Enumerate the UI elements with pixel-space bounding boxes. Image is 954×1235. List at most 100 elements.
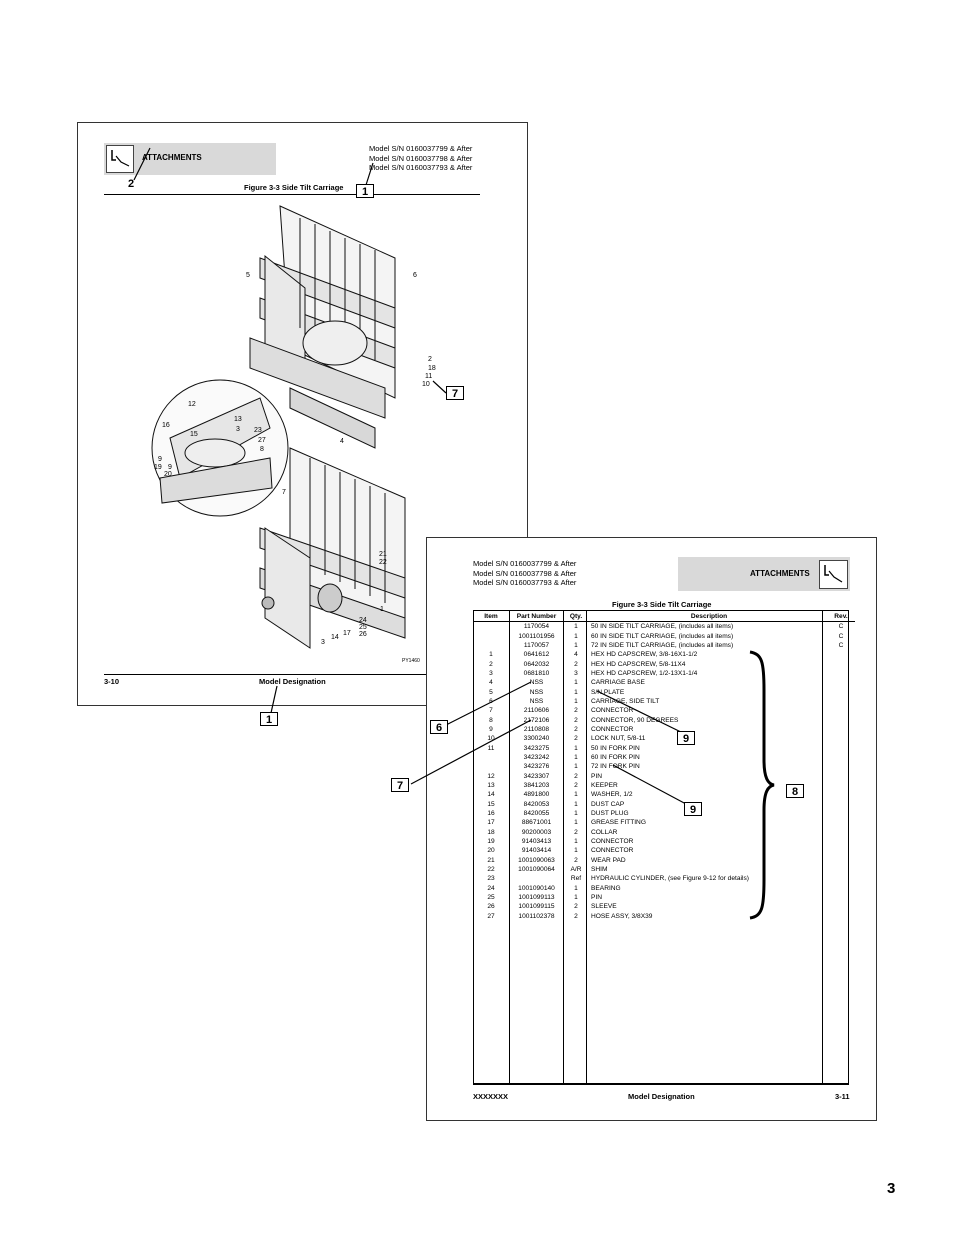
part-callout: 12	[188, 401, 196, 408]
part-callout: 19	[154, 464, 162, 471]
cell-part-number: 1001090140	[518, 884, 555, 892]
cell-rev: C	[838, 641, 844, 649]
cell-description: HEX HD CAPSCREW, 3/8-16X1-1/2	[591, 651, 698, 659]
cell-qty: 2	[574, 856, 578, 864]
cell-qty: 1	[574, 894, 578, 902]
curly-brace	[749, 650, 775, 920]
part-callout: 5	[246, 272, 250, 279]
cell-description: CARRIAGE, SIDE TILT	[591, 697, 660, 705]
cell-part-number: 2110606	[523, 707, 550, 715]
left-figure-title: Figure 3-3 Side Tilt Carriage	[244, 183, 344, 192]
cell-description: GREASE FITTING	[591, 819, 646, 827]
part-callout: 15	[190, 431, 198, 438]
cell-qty: 1	[574, 884, 578, 892]
cell-qty: 1	[574, 679, 578, 687]
part-callout: 11	[425, 373, 433, 380]
right-model-line: Model S/N 0160037799 & After	[473, 559, 577, 568]
parts-table: Item Part Number Qty. Description Rev. 1…	[473, 611, 855, 921]
cell-part-number: 91403413	[521, 838, 552, 846]
part-callout: 10	[422, 381, 430, 388]
part-callout: 6	[413, 272, 417, 279]
cell-part-number: 3423307	[523, 772, 550, 780]
cell-qty: 2	[574, 903, 578, 911]
cell-part-number: 1001090063	[518, 856, 555, 864]
part-callout: 20	[164, 471, 172, 478]
part-callout: 16	[162, 422, 170, 429]
cell-description: SLEEVE	[591, 903, 617, 911]
cell-qty: 1	[574, 688, 578, 696]
cell-part-number: 3841203	[523, 782, 550, 790]
cell-qty: 1	[574, 838, 578, 846]
cell-description: CONNECTOR	[591, 707, 634, 715]
cell-qty: 3	[574, 669, 578, 677]
cell-part-number: 1001099113	[518, 894, 555, 902]
cell-description: WASHER, 1/2	[591, 791, 633, 799]
cell-qty: A/R	[570, 866, 582, 874]
cell-part-number: 0681810	[523, 669, 550, 677]
cell-part-number: 1170054	[523, 623, 550, 631]
part-callout: 21	[379, 551, 387, 558]
cell-part-number: 3423242	[523, 753, 550, 761]
right-model-list: Model S/N 0160037799 & After Model S/N 0…	[473, 559, 576, 588]
cell-description: DUST PLUG	[591, 810, 629, 818]
right-page-number: 3-11	[835, 1092, 850, 1101]
cell-part-number: NSS	[529, 697, 544, 705]
cell-part-number: 8420055	[523, 810, 550, 818]
cell-part-number: 8420053	[523, 800, 550, 808]
cell-part-number: 1001090064	[518, 866, 555, 874]
cell-item: 2	[489, 660, 493, 668]
cell-item: 19	[487, 838, 495, 846]
cell-part-number: 1001101956	[518, 632, 555, 640]
cell-item: 17	[487, 819, 495, 827]
cell-rev: C	[838, 623, 844, 631]
cell-part-number: NSS	[529, 679, 544, 687]
cell-description: WEAR PAD	[591, 856, 626, 864]
cell-item: 16	[487, 810, 495, 818]
part-callout: 2	[428, 356, 432, 363]
table-row: 21 1001090063 2 WEAR PAD	[473, 856, 855, 865]
cell-qty: 1	[574, 623, 578, 631]
cell-item: 18	[487, 828, 495, 836]
left-model-line: Model S/N 0160037798 & After	[369, 153, 473, 163]
cell-description: LOCK NUT, 5/8-11	[591, 735, 646, 743]
cell-qty: 1	[574, 753, 578, 761]
part-callout: 27	[258, 437, 266, 444]
cell-item: 21	[487, 856, 495, 864]
cell-qty: Ref	[570, 875, 582, 883]
cell-description: 60 IN SIDE TILT CARRIAGE, (includes all …	[591, 632, 734, 640]
cell-qty: 1	[574, 632, 578, 640]
cell-qty: 1	[574, 641, 578, 649]
cell-item: 7	[489, 707, 493, 715]
cell-part-number: 0641612	[523, 651, 550, 659]
part-callout: 17	[343, 630, 351, 637]
cell-qty: 4	[574, 651, 578, 659]
cell-item: 9	[489, 725, 493, 733]
cell-description: HOSE ASSY, 3/8X39	[591, 912, 653, 920]
cell-item: 22	[487, 866, 495, 874]
part-callout: 18	[428, 365, 436, 372]
col-header-rev: Rev.	[827, 611, 855, 622]
cell-qty: 1	[574, 819, 578, 827]
cell-qty: 1	[574, 763, 578, 771]
cell-qty: 2	[574, 735, 578, 743]
annotation-callout-1: 1	[260, 712, 278, 726]
attachment-tool-icon	[106, 145, 134, 173]
cell-item: 10	[487, 735, 495, 743]
